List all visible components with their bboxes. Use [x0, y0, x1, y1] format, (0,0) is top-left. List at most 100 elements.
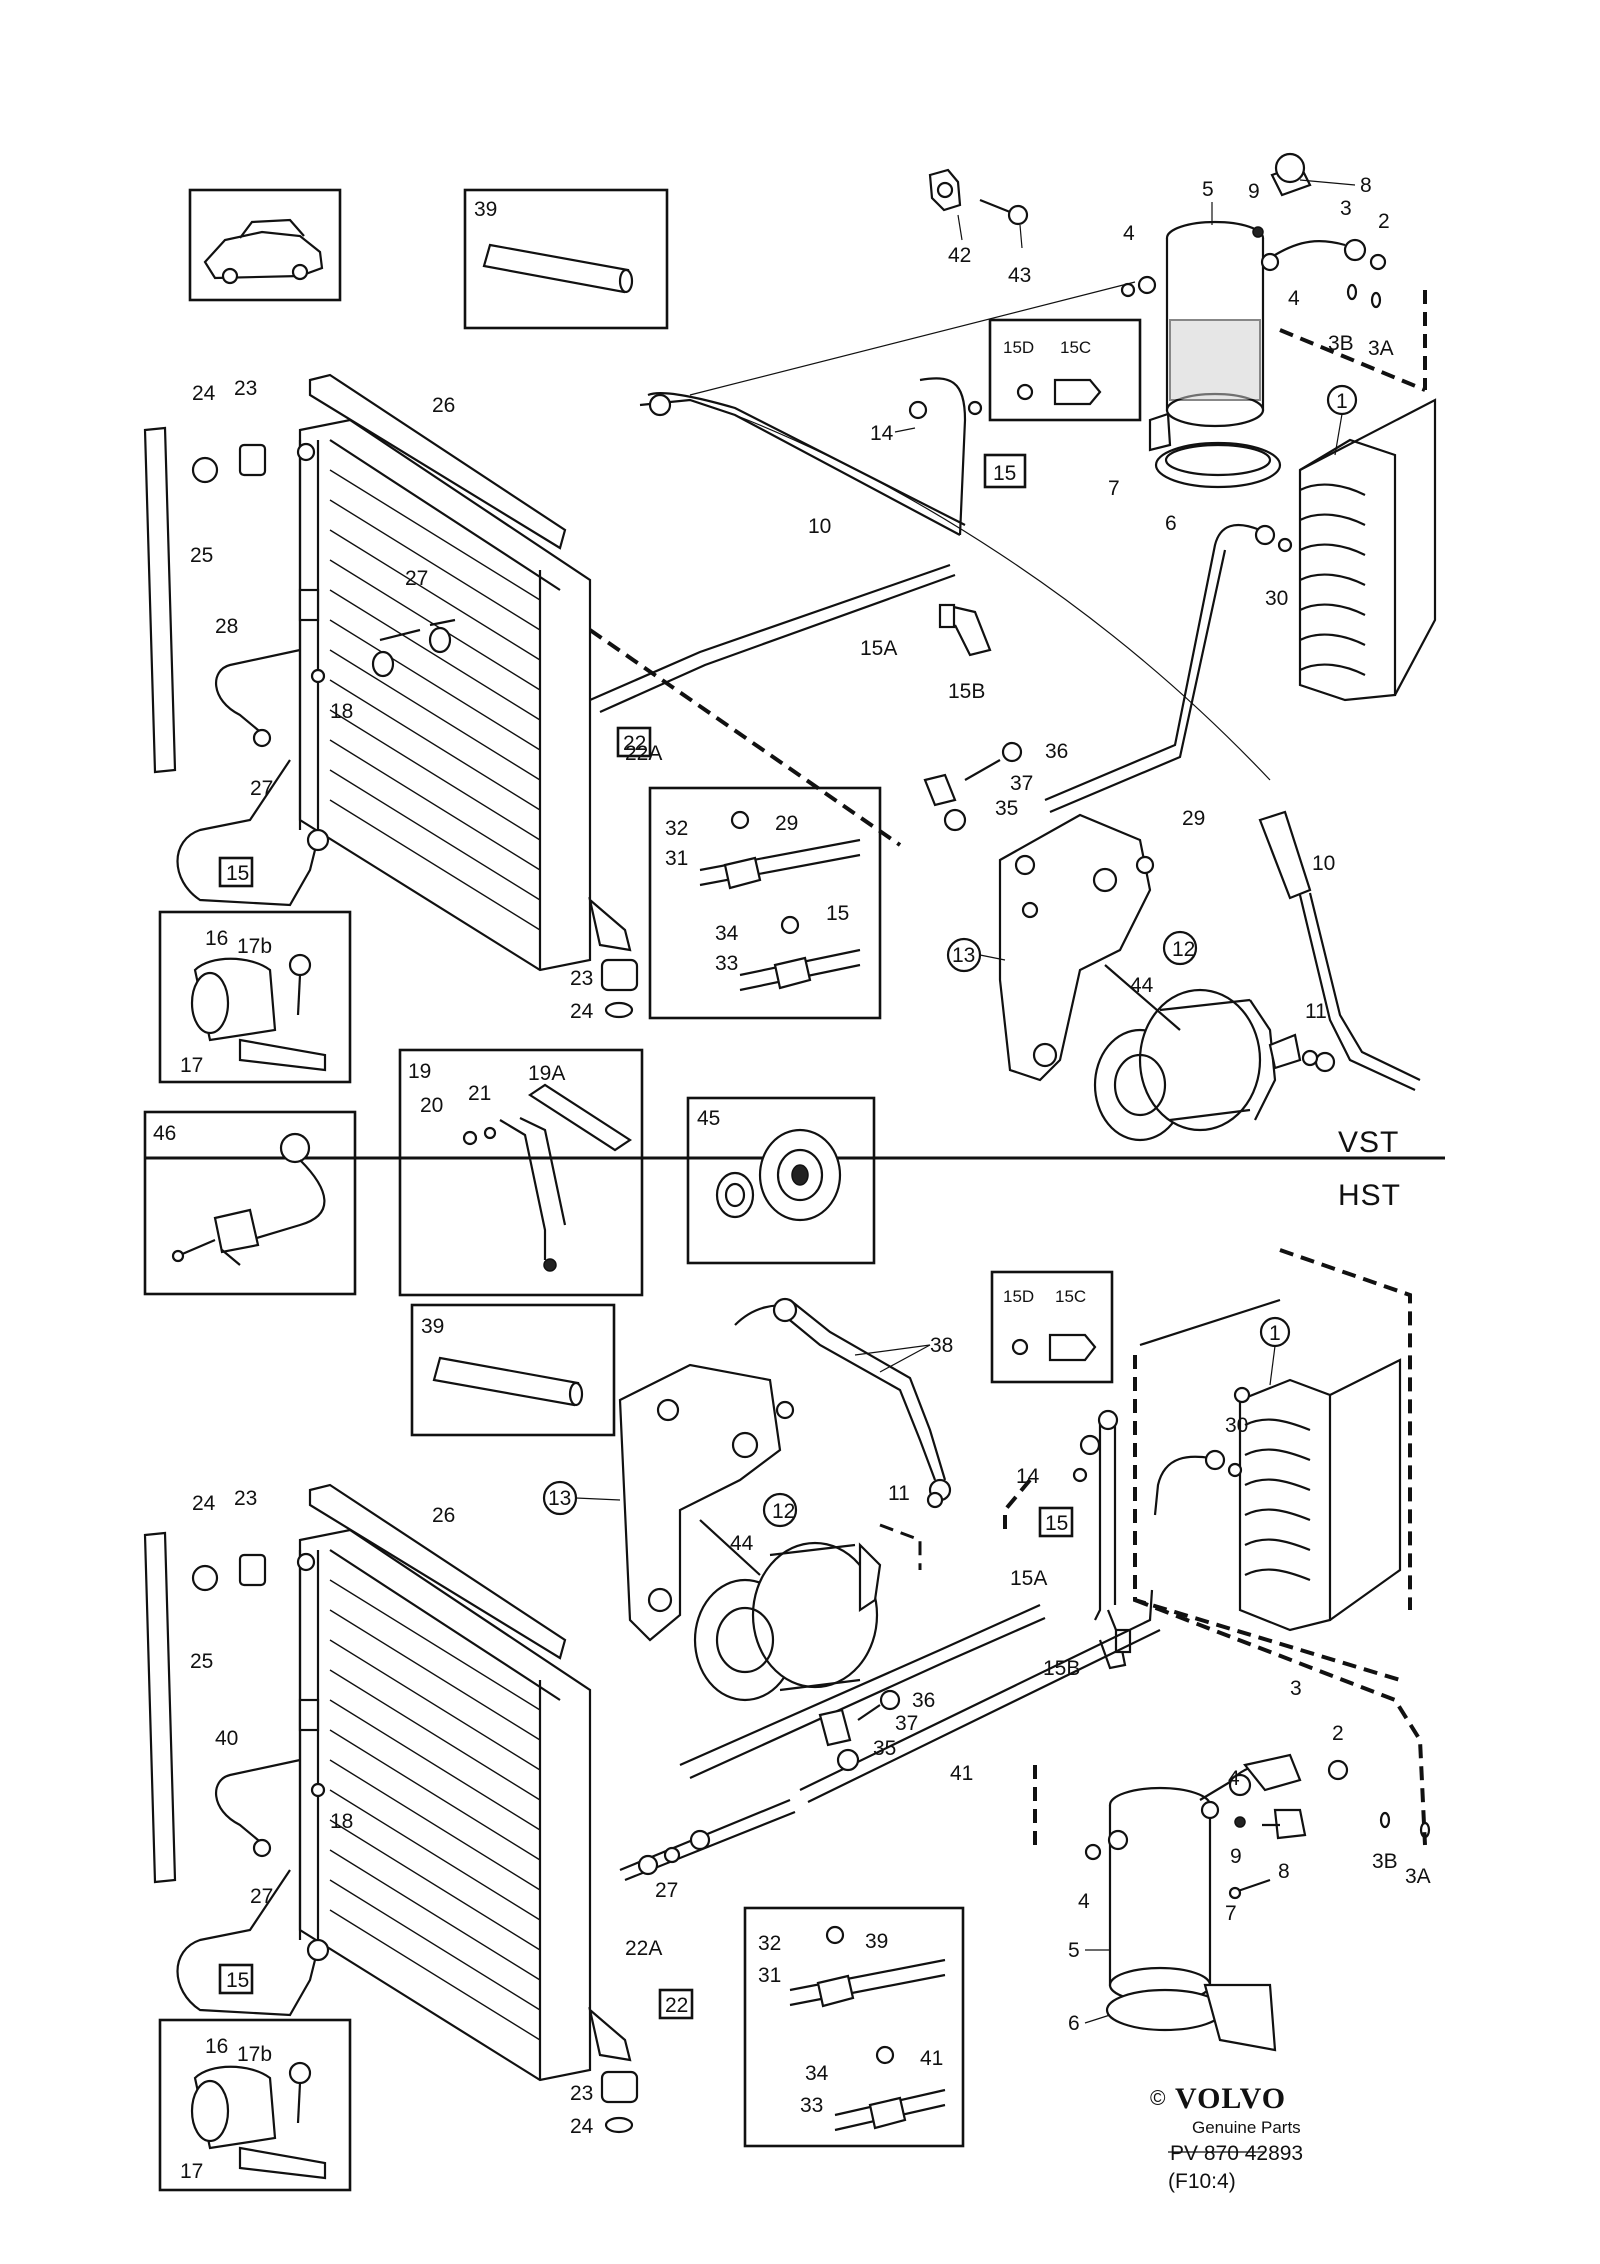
label-24b-bottom: 24: [570, 2115, 594, 2138]
label-1-bottom: 1: [1269, 1322, 1281, 1345]
label-18-bottom: 18: [330, 1810, 353, 1833]
reference-number: PV 870 42893: [1170, 2142, 1303, 2165]
box-45: 45: [686, 1096, 876, 1265]
label-36-bottom: 36: [912, 1689, 935, 1712]
label-46: 46: [153, 1122, 176, 1145]
brand-footer: © VOLVO Genuine Parts PV 870 42893 (F10:…: [1150, 2082, 1303, 2193]
label-15-clip-top: 15: [826, 902, 849, 925]
label-33-top: 33: [715, 952, 738, 975]
label-25-bottom: 25: [190, 1650, 213, 1673]
label-3b-bottom: 3B: [1372, 1850, 1398, 1873]
label-34-top: 34: [715, 922, 739, 945]
box-clamp-bottom: 32 39 31 34 41 33: [743, 1906, 965, 2148]
label-24a-top: 24: [192, 382, 216, 405]
pipe-15-top: 15D 15C 15 14: [870, 318, 1142, 536]
hose-10-top: 10: [639, 281, 1136, 538]
label-4a-bottom: 4: [1228, 1767, 1240, 1790]
label-3-top: 3: [1340, 197, 1352, 220]
label-17-top: 17: [180, 1054, 203, 1077]
receiver-drier-top: 5 9 8 3 2 4 4 3B 3A 7 6: [1108, 152, 1394, 535]
label-23a-top: 23: [234, 377, 257, 400]
label-22a-top: 22A: [625, 742, 662, 765]
label-15d-bottom: 15D: [1003, 1287, 1034, 1306]
pipe-40-bottom: 40 27 15: [176, 1727, 330, 2017]
label-9-bottom: 9: [1230, 1845, 1242, 1868]
label-15-box-bottom: 15: [1045, 1512, 1068, 1535]
figure-code: (F10:4): [1168, 2170, 1236, 2193]
label-32-bottom: 32: [758, 1932, 781, 1955]
compressor-top: 12 13 44 11: [946, 813, 1327, 1142]
label-40-bottom: 40: [215, 1727, 238, 1750]
evaporator-bottom: 1 30: [1003, 1248, 1427, 1846]
box-46: 46: [143, 1110, 357, 1296]
label-15-box-left-top: 15: [226, 862, 249, 885]
clip-35-bottom: 36 37 35: [818, 1689, 935, 1772]
label-41-clip-bottom: 41: [920, 2047, 943, 2070]
brand-volvo: VOLVO: [1175, 2082, 1286, 2115]
label-21: 21: [468, 1082, 491, 1105]
pipe-28-top: 28 27 15: [176, 615, 330, 907]
label-26-top: 26: [432, 394, 455, 417]
label-22-bottom: 22: [665, 1994, 688, 2017]
label-20: 20: [420, 1094, 443, 1117]
box-16-bottom: 16 17b 17: [158, 2018, 352, 2192]
label-14-bottom: 14: [1016, 1465, 1040, 1488]
label-19a: 19A: [528, 1062, 565, 1085]
label-30-top: 30: [1265, 587, 1288, 610]
label-24a-bottom: 24: [192, 1492, 216, 1515]
label-15-box-top: 15: [993, 462, 1016, 485]
label-15a-bottom: 15A: [1010, 1567, 1047, 1590]
pipe-29-top: 29 30: [734, 414, 1293, 830]
box-16-top: 16 17b 17: [158, 910, 352, 1084]
label-27a-top: 27: [405, 567, 428, 590]
label-37-top: 37: [1010, 772, 1033, 795]
label-25-top: 25: [190, 544, 213, 567]
label-26-bottom: 26: [432, 1504, 455, 1527]
condenser-top: 23 24 24 23 26 22A 22 27 18: [191, 373, 662, 1023]
label-11-top: 11: [1305, 1000, 1327, 1023]
label-7-top: 7: [1108, 477, 1120, 500]
label-44-top: 44: [1130, 974, 1154, 997]
label-8-top: 8: [1360, 174, 1372, 197]
label-45: 45: [697, 1107, 720, 1130]
clip-42-43: 42 43: [928, 168, 1031, 287]
label-15c-top: 15C: [1060, 338, 1091, 357]
label-15a-top: 15A: [860, 637, 897, 660]
label-17b-bottom: 17b: [237, 2043, 272, 2066]
strip-25-top: 25: [143, 426, 213, 774]
label-15d-top: 15D: [1003, 338, 1034, 357]
label-43: 43: [1008, 264, 1031, 287]
label-10-top: 10: [808, 515, 831, 538]
clip-35-top: 36 37 35: [923, 740, 1068, 832]
label-4b-bottom: 4: [1078, 1890, 1090, 1913]
label-34-bottom: 34: [805, 2062, 829, 2085]
brand-subtitle: Genuine Parts: [1192, 2118, 1301, 2137]
box-19: 19 19A 20 21: [398, 1048, 644, 1297]
label-6-bottom: 6: [1068, 2012, 1080, 2035]
label-28-top: 28: [215, 615, 238, 638]
label-27c-bottom: 27: [655, 1879, 678, 1902]
label-12-bottom: 12: [772, 1500, 795, 1523]
label-27b-bottom: 27: [250, 1885, 273, 1908]
label-5-bottom: 5: [1068, 1939, 1080, 1962]
label-30-bottom: 30: [1225, 1414, 1248, 1437]
label-8-bottom: 8: [1278, 1860, 1290, 1883]
compressor-bottom: 12 13 44 11: [542, 1363, 944, 1702]
label-7-bottom: 7: [1225, 1902, 1237, 1925]
label-23b-bottom: 23: [570, 2082, 593, 2105]
label-2-top: 2: [1378, 210, 1390, 233]
label-29-clip-top: 29: [775, 812, 798, 835]
label-29-top: 29: [1182, 807, 1205, 830]
label-vst: VST: [1338, 1126, 1399, 1159]
label-32-top: 32: [665, 817, 688, 840]
receiver-drier-bottom: 3 2 9 8 4 4 3B 3A 7 5 6: [1033, 1677, 1431, 2052]
pipe-15a-top: 15A 15B: [589, 563, 992, 714]
label-31-bottom: 31: [758, 1964, 781, 1987]
label-18-top: 18: [330, 700, 353, 723]
label-1-top: 1: [1336, 390, 1348, 413]
label-11-bottom: 11: [888, 1482, 910, 1505]
label-36-top: 36: [1045, 740, 1068, 763]
box-39-bottom: 39: [410, 1303, 616, 1437]
